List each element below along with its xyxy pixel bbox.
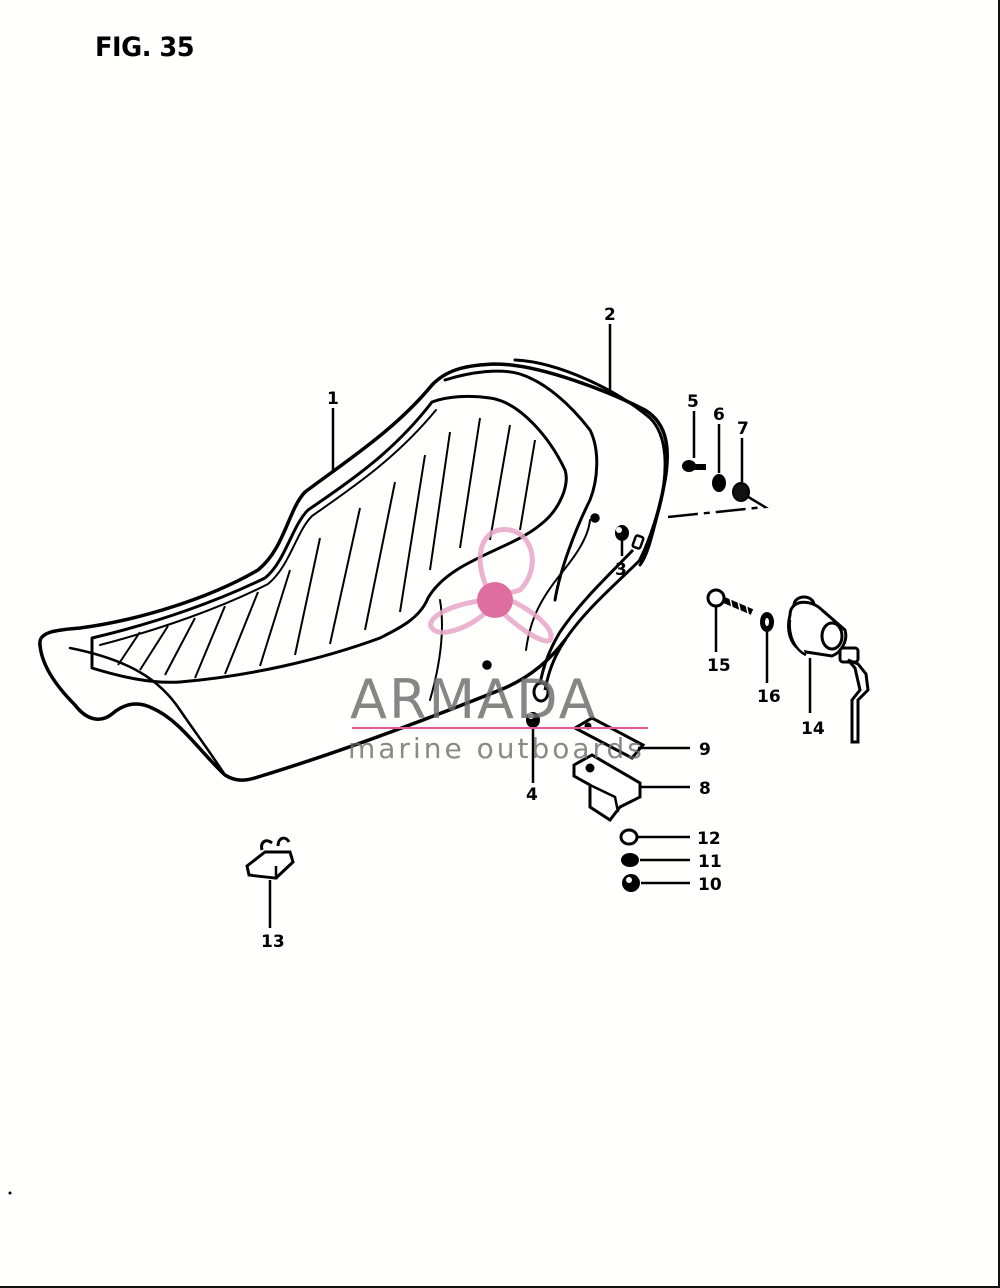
- callout-3: 3: [615, 560, 627, 580]
- rubber-buffer-13: [245, 836, 295, 880]
- bolt-15: [706, 588, 754, 619]
- nut-7: [732, 482, 750, 502]
- cushion-4: [526, 712, 540, 728]
- watermark-brand: ARMADA: [350, 668, 598, 731]
- washer-11: [621, 853, 639, 867]
- watermark: ARMADA marine outboards: [348, 527, 648, 765]
- callout-15: 15: [707, 656, 731, 676]
- propeller-logo-icon: [428, 527, 554, 644]
- seat-stitching: [117, 417, 536, 679]
- callout-5: 5: [687, 392, 699, 412]
- bolt-5: [682, 460, 706, 472]
- callout-12: 12: [697, 829, 721, 849]
- alignment-leader: [667, 493, 769, 519]
- callout-4: 4: [526, 785, 538, 805]
- callout-7: 7: [737, 419, 749, 439]
- nut-10: [622, 874, 640, 892]
- callout-16: 16: [757, 687, 781, 707]
- callout-6: 6: [713, 405, 725, 425]
- callout-9: 9: [699, 740, 711, 760]
- washer-6: [712, 474, 726, 492]
- seat-drawing: [38, 358, 669, 782]
- callout-labels: 1 2 3 4 5 6 7 8 9 10 11 12 13 14 15 16: [261, 305, 825, 952]
- leader-lines: [268, 324, 812, 928]
- callout-13: 13: [261, 932, 285, 952]
- callout-10: 10: [698, 875, 722, 895]
- hinge-bracket-8: [572, 753, 642, 823]
- cushion-3: [615, 525, 629, 541]
- callout-2: 2: [604, 305, 616, 325]
- watermark-tagline: marine outboards: [348, 732, 645, 765]
- stray-mark: [8, 1191, 12, 1195]
- callout-1: 1: [327, 389, 339, 409]
- callout-14: 14: [801, 719, 825, 739]
- washer-16: [760, 612, 774, 632]
- callout-8: 8: [699, 779, 711, 799]
- washer-12: [619, 828, 639, 846]
- seat-lock-14: [787, 595, 870, 744]
- figure-title: FIG. 35: [95, 32, 195, 63]
- callout-11: 11: [698, 852, 722, 872]
- seat-strap: [532, 534, 645, 703]
